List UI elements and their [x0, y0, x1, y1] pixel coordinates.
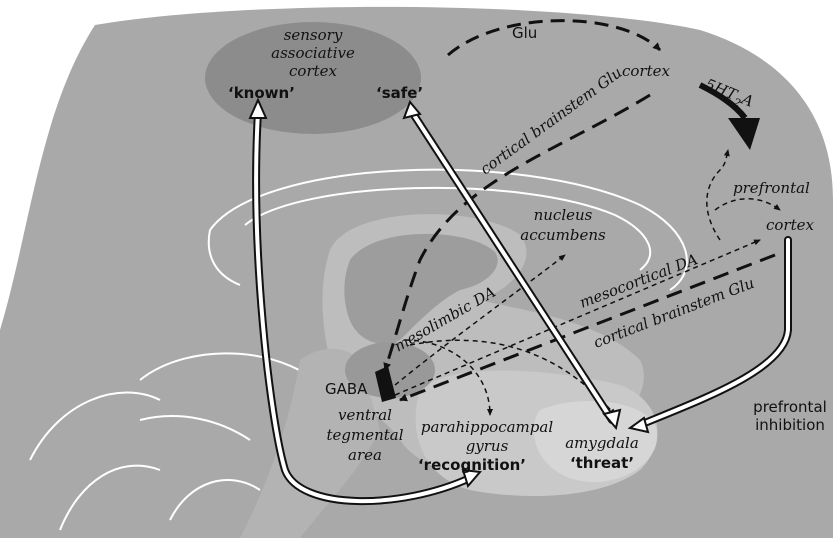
nucleus-label-line2: accumbens	[520, 226, 606, 244]
sensory-label-line3: cortex	[289, 62, 338, 80]
amygdala-label: amygdala	[565, 434, 639, 452]
recognition-label: ‘recognition’	[418, 456, 526, 474]
prefrontal-label-line1: prefrontal	[733, 179, 810, 197]
nucleus-label-line1: nucleus	[534, 206, 593, 224]
vta-label-line3: area	[348, 446, 382, 464]
parahippocampal-label-line1: parahippocampal	[421, 418, 553, 436]
sensory-label-line2: associative	[271, 44, 355, 62]
prefrontal-inhibition-label-line2: inhibition	[755, 416, 825, 434]
cortex-top-label: cortex	[622, 62, 671, 80]
sensory-label-line1: sensory	[284, 26, 343, 44]
prefrontal-inhibition-label-line1: prefrontal	[753, 398, 827, 416]
vta-label-line1: ventral	[338, 406, 392, 424]
gaba-label: GABA	[325, 380, 368, 398]
prefrontal-label-line2: cortex	[766, 216, 815, 234]
threat-label: ‘threat’	[570, 454, 634, 472]
vta-label-line2: tegmental	[326, 426, 403, 444]
known-label: ‘known’	[228, 84, 295, 102]
safe-label: ‘safe’	[376, 84, 423, 102]
parahippocampal-label-line2: gyrus	[466, 437, 509, 455]
glu-label: Glu	[512, 24, 537, 42]
